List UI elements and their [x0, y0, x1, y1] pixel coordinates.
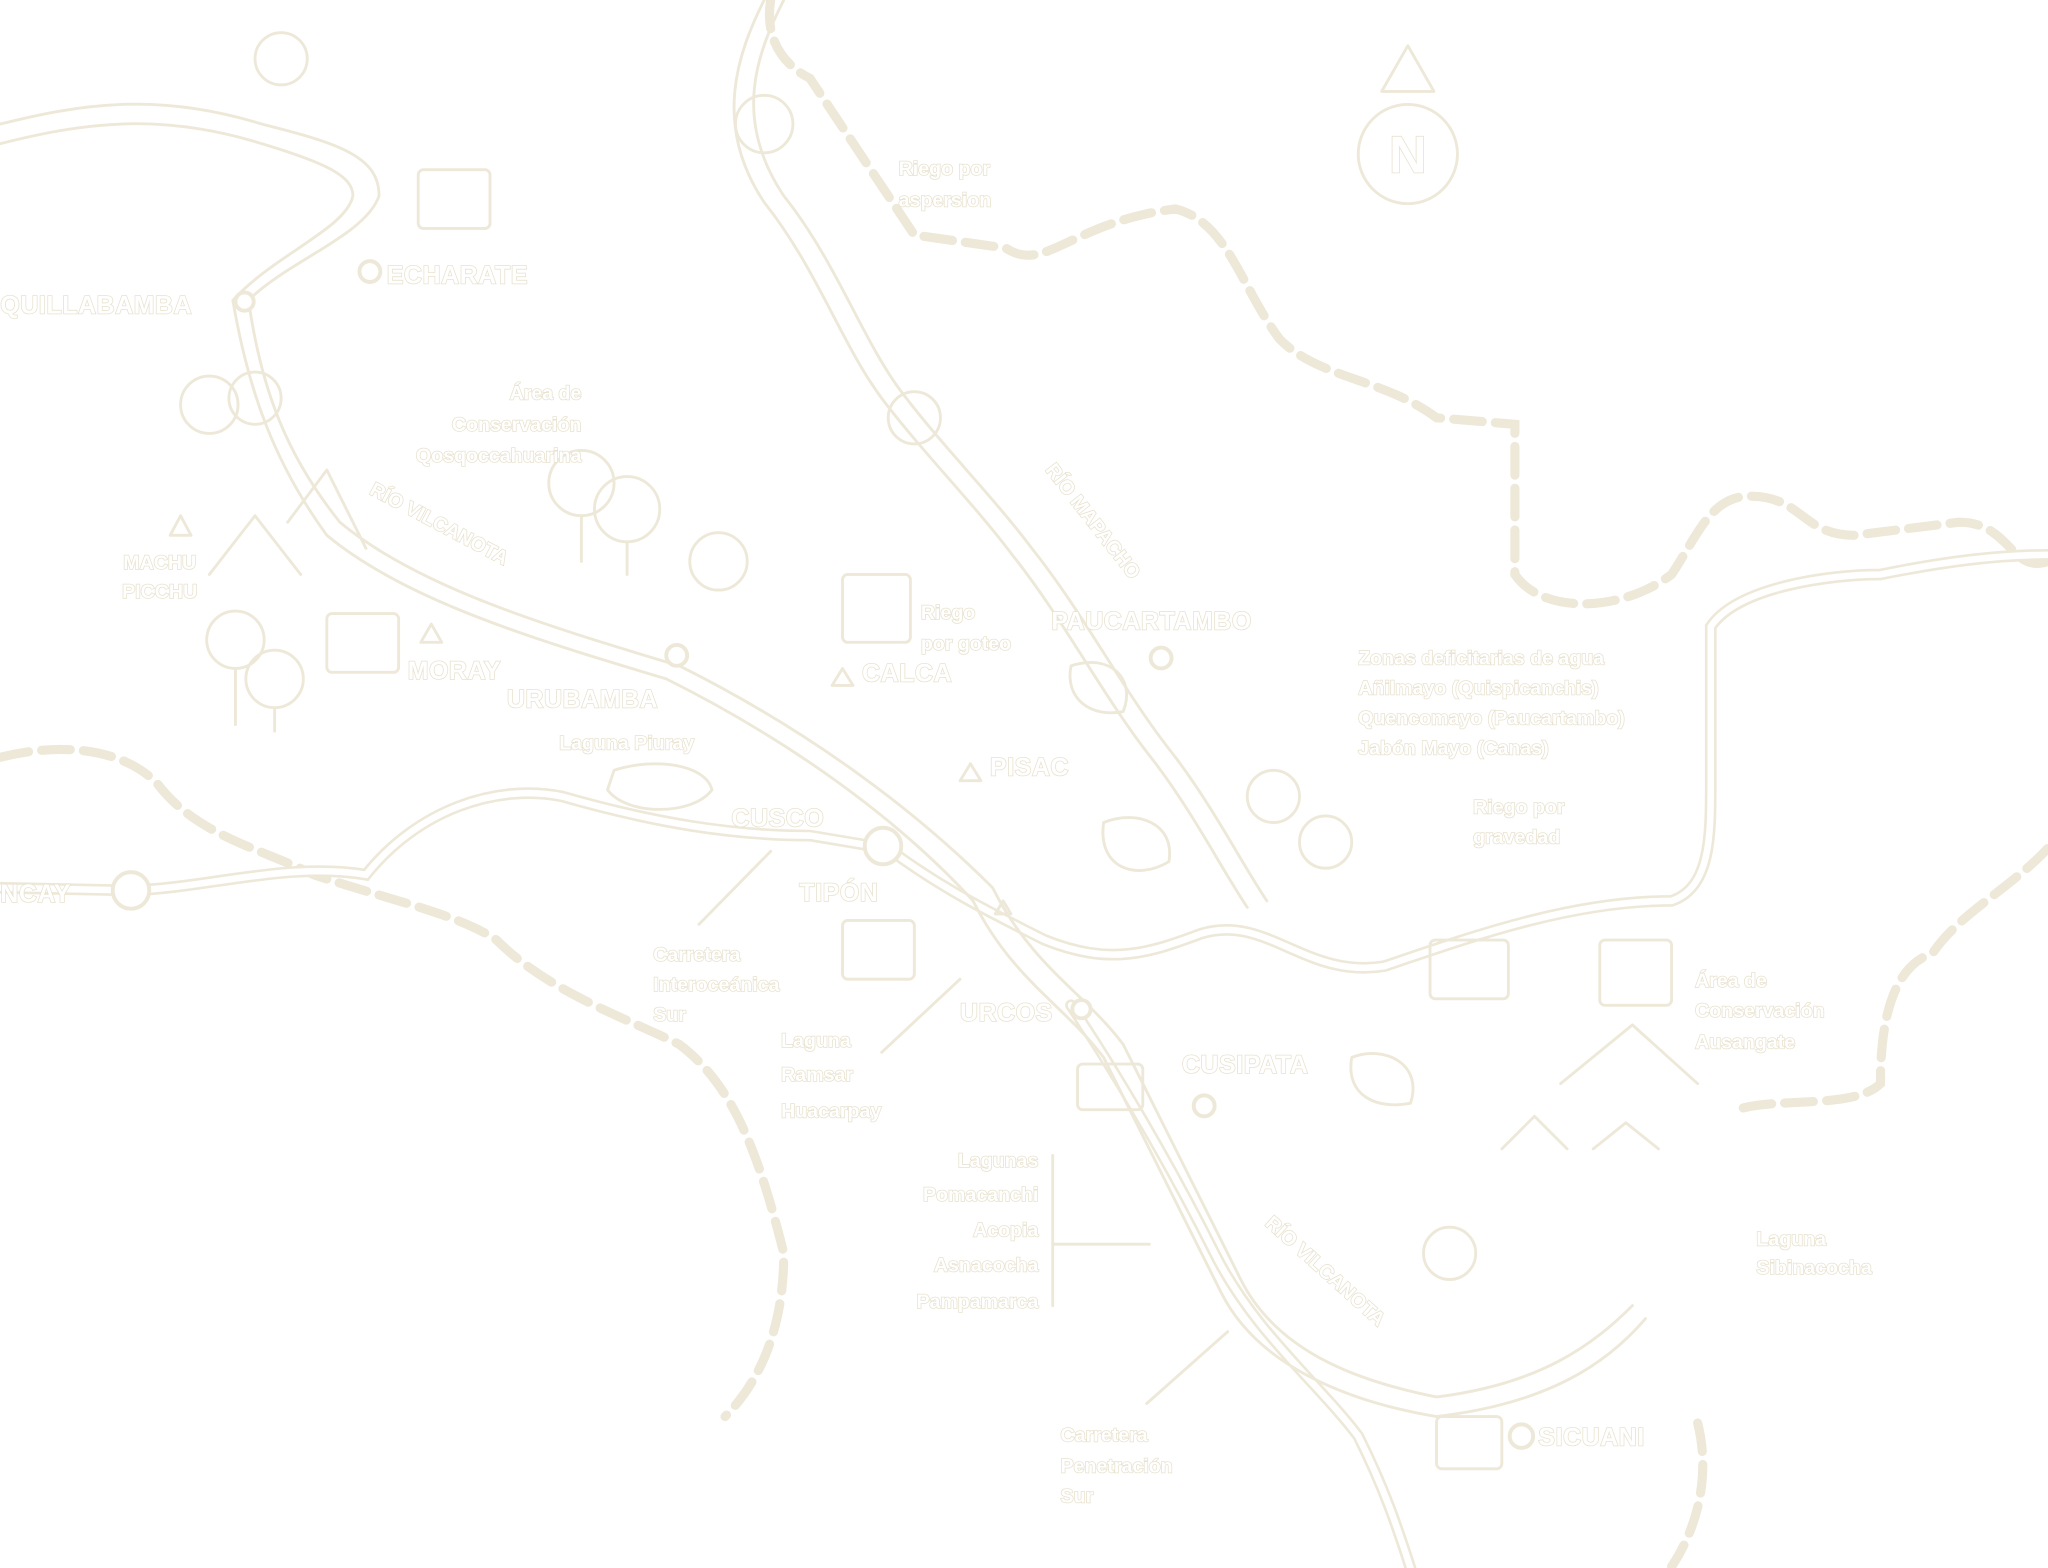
- boundary-south: [1666, 1418, 1708, 1568]
- annotation-line: Sur: [1061, 1486, 1094, 1508]
- annotation-line: Pomacanchi: [923, 1184, 1038, 1206]
- label-rio-vilcanota-south: RÍO VILCANOTA: [1261, 1211, 1390, 1330]
- annotation-line: Riego por: [899, 158, 991, 180]
- river-mapacho: [752, 0, 1269, 903]
- mountain-icons: [207, 468, 1700, 1151]
- annotation-sibinacocha: Laguna Sibinacocha: [1756, 1228, 1874, 1280]
- highway-inner: [0, 551, 2048, 972]
- annotation-line: aspersion: [899, 189, 992, 211]
- annotation-line: Conservación: [1695, 1000, 1824, 1022]
- annotation-gravedad: Riego por gravedad: [1472, 796, 1565, 850]
- label-rio-mapacho: RÍO MAPACHO: [1041, 459, 1145, 583]
- annotation-piuray: Laguna Piuray: [559, 732, 694, 754]
- annotation-aspersion: Riego por aspersion: [898, 157, 992, 212]
- annotation-interoceanica: Carretera Interoceánica Sur: [652, 943, 781, 1027]
- annotation-line: Lagunas: [958, 1150, 1039, 1172]
- annotation-line: Qosqoccahuarina: [416, 445, 582, 467]
- label-cusco: CUSCO: [732, 805, 825, 832]
- label-moray: MORAY: [408, 658, 501, 685]
- building-icons: [325, 168, 1674, 1471]
- annotation-line: Añilmayo (Quispicanchis): [1358, 678, 1598, 700]
- label-paucartambo: PAUCARTAMBO: [1051, 608, 1251, 635]
- annotations: Área de Conservación Qosqoccahuarina Rie…: [415, 157, 1874, 1509]
- annotation-line: Área de: [510, 382, 582, 405]
- annotation-lagunas: Lagunas Pomacanchi Acopia Asnacocha Pamp…: [916, 1149, 1041, 1314]
- label-machu: MACHU: [123, 552, 196, 574]
- annotation-line: Sur: [653, 1004, 686, 1026]
- annotation-line: Laguna: [1756, 1229, 1827, 1251]
- lake-shapes: [606, 660, 1415, 1107]
- label-cusipata: CUSIPATA: [1182, 1052, 1308, 1079]
- compass-label: N: [1389, 126, 1427, 184]
- annotation-line: Pampamarca: [916, 1291, 1039, 1313]
- highway-south-inner: [1067, 1002, 1414, 1568]
- annotation-huacarpay: Laguna Ramsar Huacarpay: [780, 1029, 882, 1123]
- annotation-line: Jabón Mayo (Canas): [1358, 738, 1548, 760]
- town-labels: QUILLABAMBA ECHARATE NCAY CUSCO URUBAMBA…: [0, 262, 1645, 1453]
- annotation-line: Asnacocha: [934, 1255, 1040, 1277]
- label-picchu: PICCHU: [122, 581, 197, 603]
- annotation-ausangate: Área de Conservación Ausangate: [1694, 968, 1825, 1054]
- annotation-line: Sibinacocha: [1756, 1257, 1872, 1279]
- label-tipon: TIPÓN: [799, 879, 878, 907]
- town-markers: [110, 259, 1536, 1450]
- label-abancay: NCAY: [0, 881, 71, 908]
- boundary-north: [765, 0, 2048, 609]
- north-compass: N: [1356, 44, 1459, 206]
- annotation-line: Acopia: [973, 1219, 1039, 1241]
- river-mapacho-bank: [732, 0, 1249, 909]
- boundary-east: [1732, 844, 2048, 1115]
- annotation-line: Interoceánica: [653, 974, 780, 996]
- annotation-zonas-deficitarias: Zonas deficitarias de agua Añilmayo (Qui…: [1357, 647, 1625, 761]
- annotation-line: Área de: [1695, 969, 1767, 992]
- annotation-line: Carretera: [1061, 1424, 1149, 1446]
- leader-lines: [697, 849, 1230, 1405]
- annotation-qosqoccahuarina: Área de Conservación Qosqoccahuarina: [415, 381, 583, 468]
- label-calca: CALCA: [862, 661, 952, 688]
- annotation-line: gravedad: [1473, 826, 1560, 848]
- annotation-line: Riego: [921, 602, 975, 624]
- river-vilcanota-bank: [0, 122, 1647, 1418]
- annotation-line: Riego por: [1473, 796, 1565, 818]
- annotation-penetracion: Carretera Penetración Sur: [1060, 1424, 1174, 1509]
- annotation-line: Laguna: [781, 1030, 852, 1052]
- annotation-line: por goteo: [921, 633, 1011, 655]
- annotation-line: Ausangate: [1695, 1031, 1795, 1053]
- annotation-line: Quencomayo (Paucartambo): [1358, 708, 1625, 730]
- annotation-goteo: Riego por goteo: [920, 601, 1012, 656]
- tree-icons: [179, 31, 1478, 1281]
- label-echarate: ECHARATE: [387, 262, 528, 289]
- annotation-line: Conservación: [452, 414, 581, 436]
- label-sicuani: SICUANI: [1538, 1424, 1645, 1451]
- label-urcos: URCOS: [960, 1000, 1053, 1027]
- label-quillabamba: QUILLABAMBA: [0, 292, 192, 319]
- label-pisac: PISAC: [990, 755, 1069, 782]
- label-urubamba: URUBAMBA: [507, 687, 658, 714]
- annotation-line: Carretera: [653, 944, 741, 966]
- annotation-line: Huacarpay: [781, 1101, 881, 1123]
- annotation-line: Ramsar: [781, 1064, 853, 1086]
- annotation-line: Penetración: [1061, 1456, 1173, 1478]
- annotation-line: Zonas deficitarias de agua: [1358, 648, 1605, 670]
- boundary-west: [0, 744, 789, 1422]
- river-vilcanota: [0, 102, 1634, 1399]
